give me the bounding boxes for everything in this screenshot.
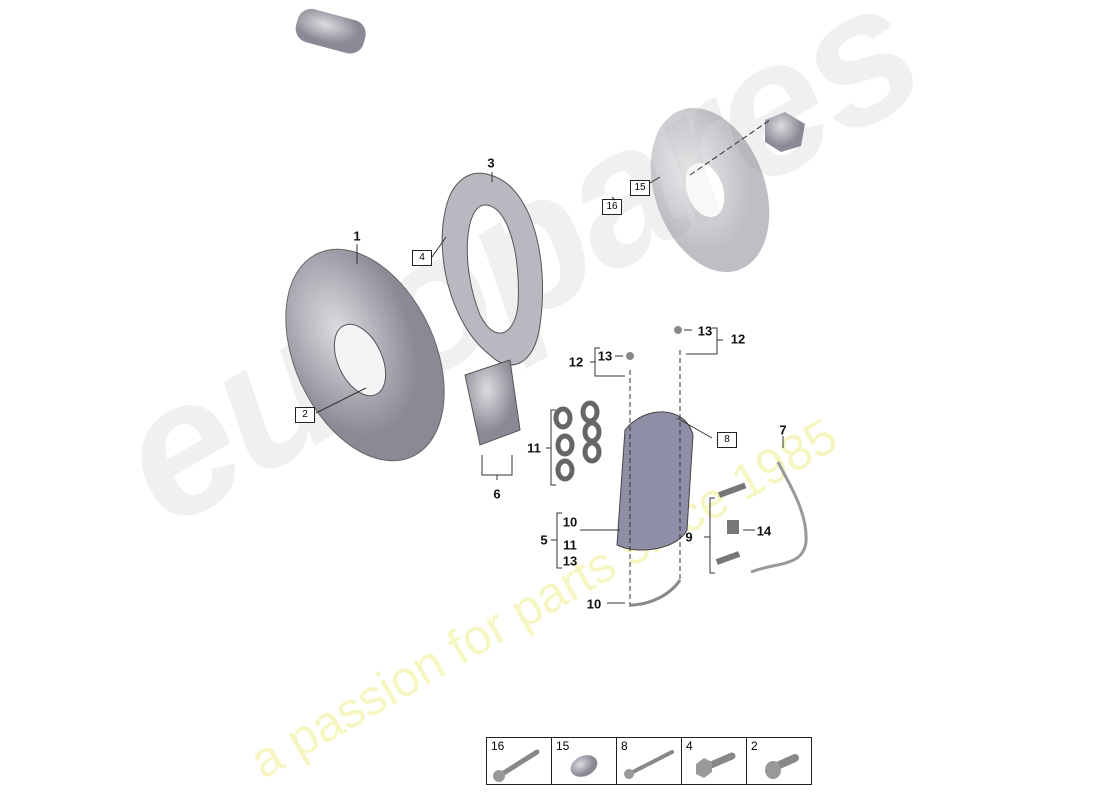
bolt-icon	[624, 750, 674, 779]
callout-13-right: 13	[697, 323, 713, 339]
legend-number: 8	[621, 739, 628, 753]
sleeve-icon	[570, 755, 598, 777]
bolt-icon	[493, 749, 540, 782]
legend-cell-2: 2	[747, 738, 811, 784]
callout-8: 8	[717, 432, 737, 448]
part-pad-sample	[295, 8, 366, 54]
part-brake-disc	[285, 248, 445, 462]
legend-cell-8: 8	[617, 738, 682, 784]
legend-cell-4: 4	[682, 738, 747, 784]
legend-cell-16: 16	[487, 738, 552, 784]
part-spring-clips	[715, 482, 747, 565]
legend-number: 16	[491, 739, 505, 753]
callout-11: 11	[527, 440, 541, 456]
callout-16: 16	[602, 199, 622, 215]
part-brake-line	[629, 579, 682, 607]
callout-15: 15	[630, 180, 650, 196]
hex-bolt-icon	[696, 752, 736, 778]
legend-number: 15	[556, 739, 570, 753]
callout-13-group: 13	[562, 553, 578, 569]
callout-12-right: 12	[730, 331, 746, 347]
callout-13-left: 13	[597, 348, 613, 364]
part-brake-caliper	[616, 411, 694, 551]
callout-9: 9	[685, 529, 693, 545]
countersunk-screw-icon	[765, 754, 799, 779]
part-disc-rear	[650, 107, 770, 273]
callout-3: 3	[487, 155, 495, 171]
part-seals	[553, 400, 602, 482]
callout-7: 7	[779, 422, 787, 438]
callout-10-group: 10	[562, 514, 578, 530]
part-hub-nut	[765, 112, 805, 152]
callout-14: 14	[756, 523, 772, 539]
callout-2: 2	[295, 407, 315, 423]
fastener-legend: 16 15 8 4 2	[486, 737, 812, 785]
part-bleeder-screw	[626, 352, 634, 360]
callout-1: 1	[353, 228, 361, 244]
callout-4: 4	[412, 250, 432, 266]
callout-5: 5	[540, 532, 548, 548]
legend-cell-15: 15	[552, 738, 617, 784]
callout-11-group: 11	[563, 537, 577, 553]
legend-number: 2	[751, 739, 758, 753]
legend-number: 4	[686, 739, 693, 753]
callout-6: 6	[493, 486, 501, 502]
part-brake-pads	[464, 359, 521, 446]
callout-10: 10	[586, 596, 602, 612]
callout-12-left: 12	[568, 354, 584, 370]
part-bleeder-screw	[674, 326, 682, 334]
part-wear-sensor	[750, 461, 808, 574]
part-dust-shield	[441, 172, 543, 366]
